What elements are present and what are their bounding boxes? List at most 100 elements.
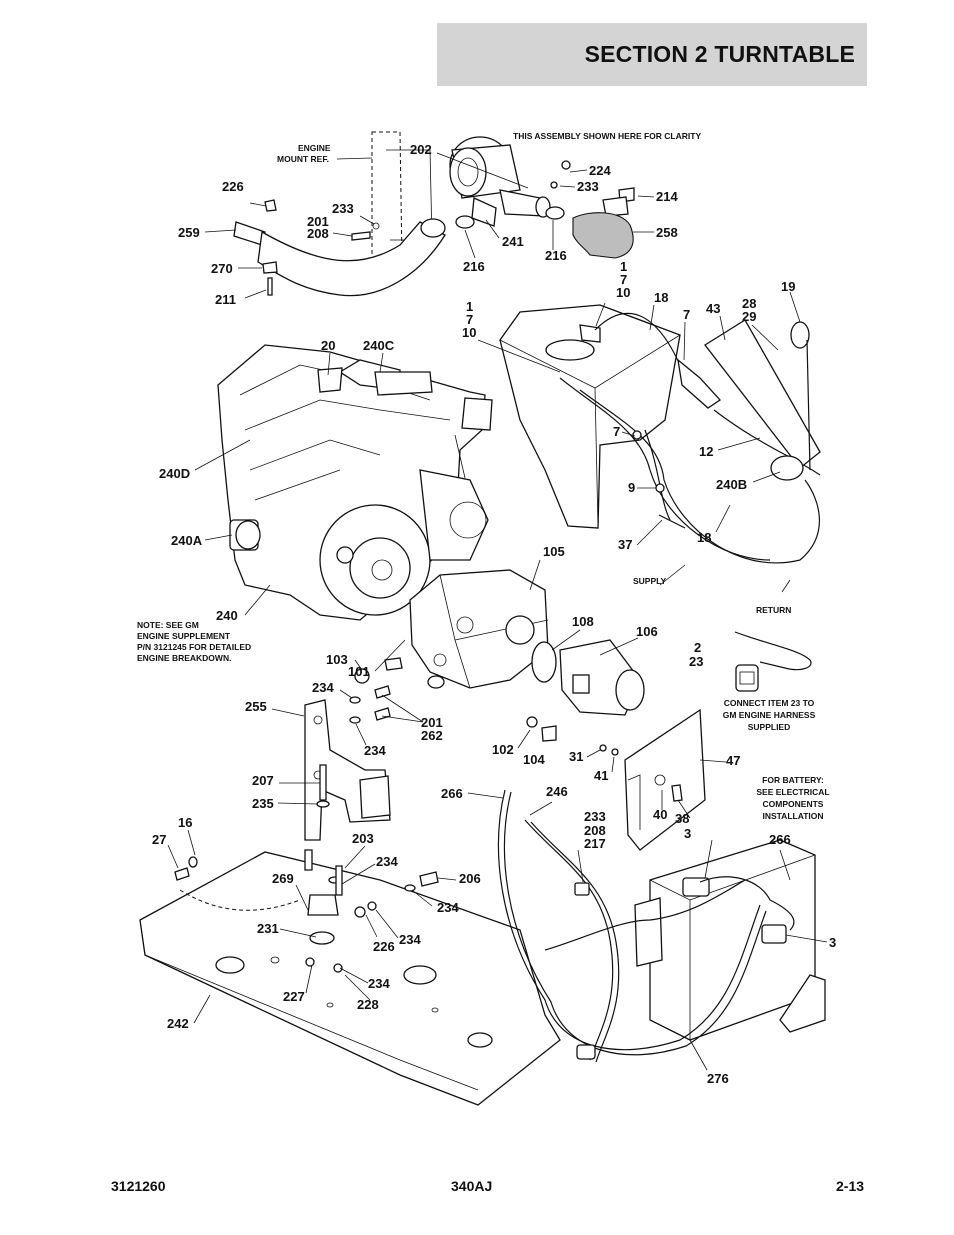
callout-label: 233: [577, 179, 599, 194]
callout-label: 276: [707, 1071, 729, 1086]
note-return: RETURN: [756, 605, 791, 615]
callout-label: 214: [656, 189, 678, 204]
callout-label: 3: [829, 935, 836, 950]
callout-label: 208: [584, 823, 606, 838]
battery-cables: [497, 789, 767, 1063]
callout-label: 233: [332, 201, 354, 216]
callout-label: 206: [459, 871, 481, 886]
callout-label: 211: [215, 292, 236, 307]
callout-label: 259: [178, 225, 200, 240]
engine-assembly: [217, 344, 493, 621]
callout-label: 234: [312, 680, 334, 695]
note-supply: SUPPLY: [633, 576, 667, 586]
callout-label: 1: [620, 259, 627, 274]
callout-label: 269: [272, 871, 294, 886]
callout-label: 3: [684, 826, 691, 841]
callout-label: 234: [376, 854, 398, 869]
callout-label: 228: [357, 997, 379, 1012]
callout-label: 234: [437, 900, 459, 915]
callout-label: 202: [410, 142, 432, 157]
callout-label: 7: [466, 312, 473, 327]
page-number: 2-13: [836, 1178, 865, 1194]
callout-label: 10: [616, 285, 630, 300]
diagram-notes: THIS ASSEMBLY SHOWN HERE FOR CLARITY ENG…: [137, 131, 830, 821]
callout-label: 38: [675, 811, 689, 826]
callout-label: 266: [441, 786, 463, 801]
callout-label: 43: [706, 301, 720, 316]
callout-label: 227: [283, 989, 305, 1004]
callout-label: 41: [594, 768, 608, 783]
turntable-frame: [139, 849, 561, 1106]
callout-label: 233: [584, 809, 606, 824]
callout-label: 240A: [171, 533, 203, 548]
fuel-tank-assembly: [499, 304, 821, 564]
callout-label: 101: [348, 664, 370, 679]
note-connect-2: GM ENGINE HARNESS: [723, 710, 816, 720]
battery: [634, 839, 826, 1041]
callout-label: 240C: [363, 338, 395, 353]
callout-label: 29: [742, 309, 756, 324]
callout-label: 31: [569, 749, 583, 764]
air-cleaner-assembly: [233, 131, 635, 297]
note-battery-1: FOR BATTERY:: [762, 775, 824, 785]
callout-label: 207: [252, 773, 274, 788]
callout-label: 235: [252, 796, 274, 811]
note-battery-4: INSTALLATION: [762, 811, 823, 821]
callout-label: 226: [222, 179, 244, 194]
section-title: SECTION 2 TURNTABLE: [584, 41, 855, 67]
section-header: SECTION 2 TURNTABLE: [437, 23, 867, 86]
callout-label: 16: [178, 815, 192, 830]
callout-label: 9: [628, 480, 635, 495]
callout-label: 240: [216, 608, 238, 623]
battery-mount-plate: [599, 708, 706, 851]
callout-label: 37: [618, 537, 632, 552]
callout-label: 23: [689, 654, 703, 669]
callout-label: 255: [245, 699, 267, 714]
callout-label: 240D: [159, 466, 190, 481]
callout-label: 20: [321, 338, 335, 353]
callout-label: 208: [307, 226, 329, 241]
note-connect-3: SUPPLIED: [748, 722, 791, 732]
callout-label: 7: [683, 307, 690, 322]
callout-label: 246: [546, 784, 568, 799]
callout-label: 226: [373, 939, 395, 954]
callout-label: 106: [636, 624, 658, 639]
callout-label: 7: [620, 272, 627, 287]
callout-label: 105: [543, 544, 565, 559]
note-gm-4: ENGINE BREAKDOWN.: [137, 653, 231, 663]
callout-label: 18: [697, 530, 711, 545]
doc-number: 3121260: [111, 1178, 166, 1194]
callout-label: 231: [257, 921, 279, 936]
callout-label: 40: [653, 807, 667, 822]
callout-label: 234: [364, 743, 386, 758]
callout-label: 18: [654, 290, 668, 305]
note-gm-3: P/N 3121245 FOR DETAILED: [137, 642, 251, 652]
callout-label: 270: [211, 261, 233, 276]
callout-label: 234: [368, 976, 390, 991]
callout-label: 201: [421, 715, 443, 730]
callout-label: 28: [742, 296, 756, 311]
note-battery-3: COMPONENTS: [763, 799, 824, 809]
note-engine-mount-1: ENGINE: [298, 143, 331, 153]
callout-label: 7: [613, 424, 620, 439]
note-battery-2: SEE ELECTRICAL: [756, 787, 829, 797]
callout-label: 104: [523, 752, 545, 767]
callout-label: 217: [584, 836, 606, 851]
model-name: 340AJ: [451, 1178, 493, 1194]
callout-label: 108: [572, 614, 594, 629]
harness-connector: [734, 631, 812, 692]
callout-label: 102: [492, 742, 514, 757]
note-connect-1: CONNECT ITEM 23 TO: [724, 698, 815, 708]
note-gm-2: ENGINE SUPPLEMENT: [137, 631, 231, 641]
callout-label: 203: [352, 831, 374, 846]
callout-label: 201: [307, 214, 329, 229]
callout-label: 216: [463, 259, 485, 274]
callout-label: 19: [781, 279, 795, 294]
callout-label: 234: [399, 932, 421, 947]
callout-label: 1: [466, 299, 473, 314]
callout-label: 47: [726, 753, 740, 768]
callout-labels: 202 224 233 214 226 233 201 208 259 241 …: [152, 142, 836, 1086]
callout-label: 241: [502, 234, 524, 249]
note-gm-1: NOTE: SEE GM: [137, 620, 199, 630]
